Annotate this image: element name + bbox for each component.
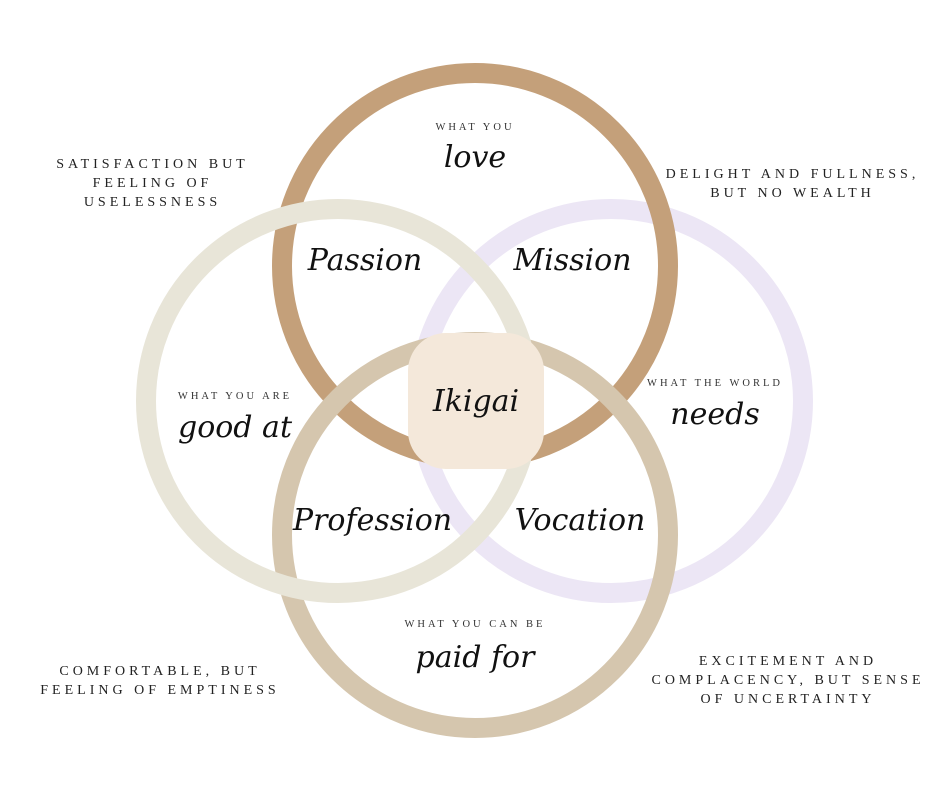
good-at-small-label: What you are bbox=[177, 391, 293, 402]
paid-for-script-label: paid for bbox=[415, 640, 535, 675]
love-script-label: love bbox=[443, 140, 507, 175]
good-at-script-label: good at bbox=[177, 410, 292, 445]
mission-label: Mission bbox=[513, 243, 632, 278]
corner-top-left-text: Satisfaction but feeling of uselessness bbox=[56, 157, 249, 210]
ikigai-label: Ikigai bbox=[432, 383, 520, 419]
passion-label: Passion bbox=[307, 243, 423, 278]
corner-bottom-left-text: Comfortable, but feeling of emptiness bbox=[40, 664, 280, 698]
love-small-label: What you bbox=[435, 122, 515, 133]
ikigai-center: Ikigai bbox=[408, 333, 544, 469]
world-needs-small-label: What the world bbox=[647, 378, 783, 389]
world-needs-script-label: needs bbox=[670, 397, 760, 432]
vocation-label: Vocation bbox=[514, 503, 646, 538]
corner-top-right-text: Delight and fullness, but no wealth bbox=[665, 167, 920, 201]
profession-label: Profession bbox=[292, 503, 453, 538]
corner-bottom-right-text: Excitement and complacency, but sense of… bbox=[651, 654, 925, 707]
paid-for-small-label: What you can be bbox=[404, 619, 546, 630]
